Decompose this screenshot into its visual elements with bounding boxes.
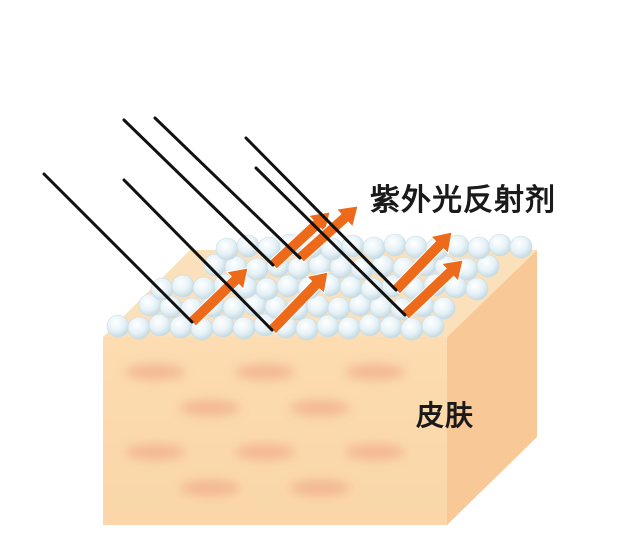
incoming-uv-ray bbox=[42, 172, 194, 324]
reflector-particle bbox=[106, 314, 130, 338]
reflector-particle bbox=[362, 236, 386, 260]
reflector-particle bbox=[465, 277, 489, 301]
reflector-particle bbox=[432, 296, 456, 320]
uv-reflector-label: 紫外光反射剂 bbox=[370, 183, 556, 218]
reflected-uv-arrow-icon bbox=[267, 271, 329, 335]
reflector-particle bbox=[150, 277, 174, 301]
reflector-particle bbox=[255, 277, 279, 301]
reflector-particle bbox=[337, 316, 361, 340]
reflector-particle bbox=[236, 234, 260, 258]
reflector-particle bbox=[127, 316, 151, 340]
reflected-uv-arrow-icon bbox=[295, 205, 359, 263]
reflector-particle bbox=[383, 233, 407, 257]
incoming-uv-ray bbox=[254, 166, 407, 317]
reflector-particle bbox=[476, 254, 500, 278]
reflector-particle bbox=[421, 314, 445, 338]
reflector-particle bbox=[488, 233, 512, 257]
reflector-particle bbox=[295, 317, 319, 341]
reflector-particle bbox=[215, 237, 239, 261]
incoming-uv-ray bbox=[122, 178, 274, 332]
reflected-uv-arrow-icon bbox=[391, 231, 453, 295]
skin-blotches bbox=[125, 364, 405, 496]
reflector-particle bbox=[467, 236, 491, 260]
reflected-uv-arrow-icon bbox=[400, 259, 464, 320]
uv-rays bbox=[42, 116, 464, 335]
reflector-particle bbox=[232, 316, 256, 340]
reflector-particle bbox=[509, 235, 533, 259]
incoming-uv-ray bbox=[244, 136, 398, 292]
incoming-uv-ray bbox=[153, 116, 302, 260]
skin-label: 皮肤 bbox=[416, 399, 475, 432]
reflected-uv-arrow-icon bbox=[187, 267, 249, 327]
skin-side-face bbox=[447, 250, 537, 525]
incoming-uv-ray bbox=[122, 118, 275, 267]
reflector-particle bbox=[327, 296, 351, 320]
reflector-particle bbox=[400, 317, 424, 341]
reflector-particle bbox=[171, 274, 195, 298]
reflector-particle bbox=[245, 257, 269, 281]
reflector-particle bbox=[287, 256, 311, 280]
